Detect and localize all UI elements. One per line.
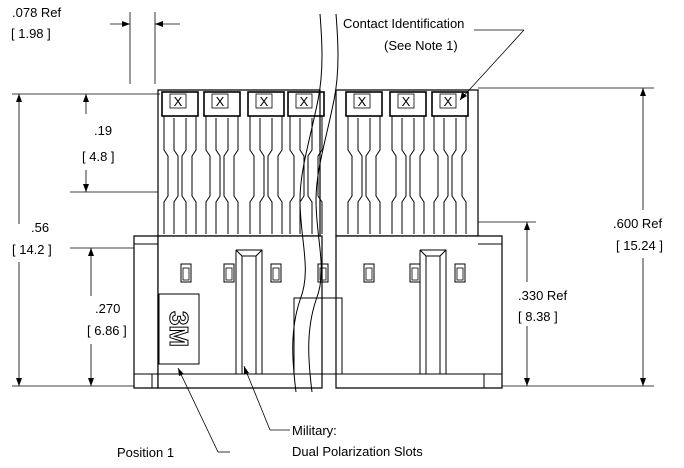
dim-600-mm: [ 15.24 ]: [616, 238, 663, 253]
dimension-labels: .078 Ref [ 1.98 ] .19 [ 4.8 ] .56 [ 14.2…: [11, 5, 663, 338]
dim-56-mm: [ 14.2 ]: [12, 242, 52, 257]
contact-mark: X: [444, 94, 453, 109]
dim-078-mm: [ 1.98 ]: [11, 26, 51, 41]
logo-text: 3M: [164, 311, 194, 347]
dim-078-ref: .078 Ref: [12, 5, 62, 20]
military-label: Military:: [292, 423, 337, 438]
contact-mark: X: [174, 94, 183, 109]
contact-mark: X: [300, 94, 309, 109]
contact-cell: X: [389, 91, 427, 234]
dim-19-mm: [ 4.8 ]: [82, 149, 115, 164]
3m-logo: 3M: [158, 293, 200, 365]
position-1-label: Position 1: [117, 445, 174, 460]
break-lines: [292, 13, 339, 393]
dim-600-ref: .600 Ref: [613, 216, 663, 231]
contact-mark: X: [260, 94, 269, 109]
contact-cell: X: [247, 91, 285, 234]
polarization-slots: [235, 249, 447, 374]
dual-slots-label: Dual Polarization Slots: [292, 444, 423, 459]
contact-identification-label: Contact Identification: [343, 16, 464, 31]
leader-lines: [177, 29, 525, 453]
dim-19: .19: [94, 123, 112, 138]
contact-mark: X: [402, 94, 411, 109]
callout-labels: Contact Identification (See Note 1) Mili…: [117, 16, 464, 460]
contact-cell: X: [203, 91, 241, 234]
contact-cell: X: [431, 91, 469, 234]
contact-cell: X: [161, 91, 199, 234]
contact-mark: X: [358, 94, 367, 109]
dim-330-mm: [ 8.38 ]: [518, 309, 558, 324]
dim-330-ref: .330 Ref: [518, 288, 568, 303]
dim-270: .270: [95, 301, 120, 316]
key-windows: [180, 263, 466, 283]
contact-cell: X: [345, 91, 383, 234]
dimension-lines: [12, 12, 654, 387]
dim-56: .56: [31, 220, 49, 235]
see-note-label: (See Note 1): [384, 38, 458, 53]
center-window: [293, 297, 343, 375]
dim-270-mm: [ 6.86 ]: [87, 323, 127, 338]
contact-mark: X: [216, 94, 225, 109]
